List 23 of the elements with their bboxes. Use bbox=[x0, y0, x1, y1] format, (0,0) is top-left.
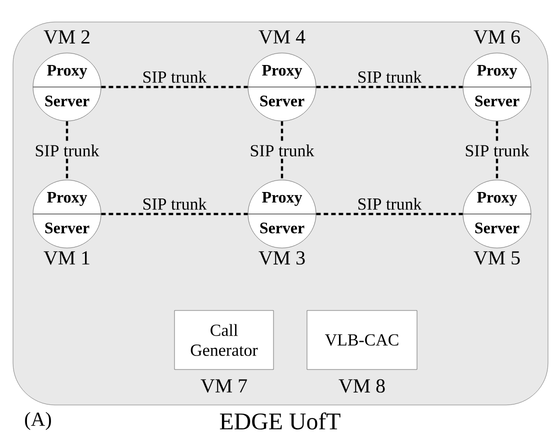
edge-label: SIP trunk bbox=[143, 198, 207, 210]
edge-label: SIP trunk bbox=[36, 144, 100, 156]
process-box: Call Generator bbox=[174, 310, 274, 370]
edge-label: SIP trunk bbox=[358, 198, 422, 210]
vm-label: VM 6 bbox=[474, 30, 520, 44]
edge-label: SIP trunk bbox=[250, 144, 314, 156]
vm-label: VM 3 bbox=[258, 251, 305, 265]
vm-label: VM 5 bbox=[474, 251, 520, 265]
panel-label: (A) bbox=[25, 412, 51, 430]
sip-trunk-line bbox=[101, 212, 248, 216]
process-box: VLB-CAC bbox=[306, 310, 418, 370]
vm-label: VM 7 bbox=[200, 379, 247, 393]
sip-trunk-line bbox=[101, 86, 248, 88]
sip-trunk-line bbox=[316, 86, 463, 88]
vm-label: VM 8 bbox=[338, 379, 385, 393]
vm-label: VM 2 bbox=[44, 30, 90, 44]
edge-label: SIP trunk bbox=[466, 144, 530, 156]
sip-trunk-line bbox=[316, 212, 463, 216]
node-label: EDGE UofT bbox=[220, 412, 340, 430]
edge-label: SIP trunk bbox=[358, 70, 422, 83]
vm-label: VM 4 bbox=[258, 30, 306, 44]
vm-label: VM 1 bbox=[44, 251, 90, 265]
edge-label: SIP trunk bbox=[143, 70, 207, 83]
